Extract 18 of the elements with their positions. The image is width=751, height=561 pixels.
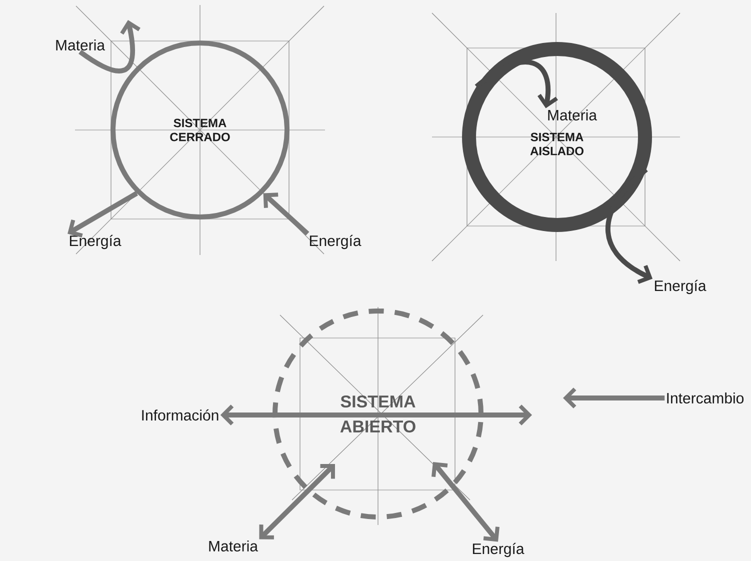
label-text: Materia [209,540,258,552]
label-text: Energía [472,542,524,558]
label-text: Materia [548,110,597,120]
label-text: Energía [310,234,362,250]
arrow [259,464,335,540]
arrow [263,192,310,236]
label-text: Energía [70,234,122,250]
label-text: Energía [654,280,706,294]
arrow [474,60,558,108]
arrow [563,388,665,408]
label-text: Materia [56,40,106,50]
arrow [78,20,140,74]
arrow [606,168,653,284]
arrow [432,462,500,542]
label-text: Información [142,409,218,421]
arrow [220,404,532,426]
arrow [68,191,138,238]
label-text: Intercambio [667,392,744,404]
